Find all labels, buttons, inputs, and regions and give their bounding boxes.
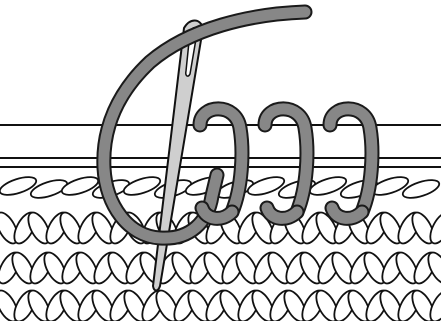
yarn-loop-back — [267, 208, 297, 218]
yarn-loop-back — [332, 208, 362, 218]
yarn-loop-back — [202, 208, 232, 218]
